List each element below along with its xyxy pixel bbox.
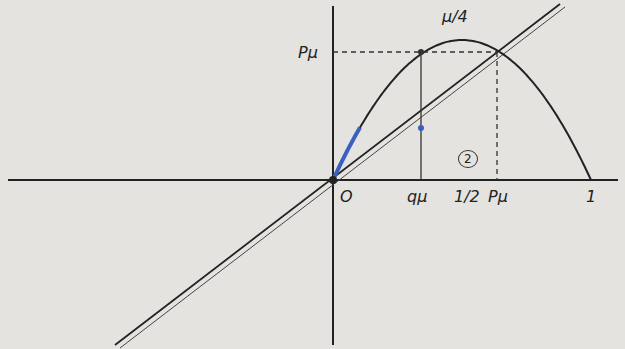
guide-line [496, 52, 497, 180]
tick-label: 1 [584, 188, 598, 206]
max-value-label: μ/4 [440, 8, 470, 26]
diagonal-line [115, 4, 560, 345]
point [418, 125, 424, 131]
origin-point [329, 176, 337, 184]
diagonal-line-stroke [120, 7, 565, 348]
fixed-point-label: Pμ [296, 44, 320, 62]
tick-label: 1/2 [452, 188, 482, 206]
tick-label: Pμ [486, 188, 510, 206]
origin-label: O [338, 188, 355, 206]
point [418, 49, 424, 55]
tick-label: qμ [405, 188, 429, 206]
region-number: 2 [458, 150, 478, 168]
parabola-curve [333, 40, 591, 180]
guide-line [333, 51, 497, 52]
highlight-segment [333, 128, 360, 181]
x-axis [8, 179, 618, 181]
guide-line [420, 52, 421, 180]
